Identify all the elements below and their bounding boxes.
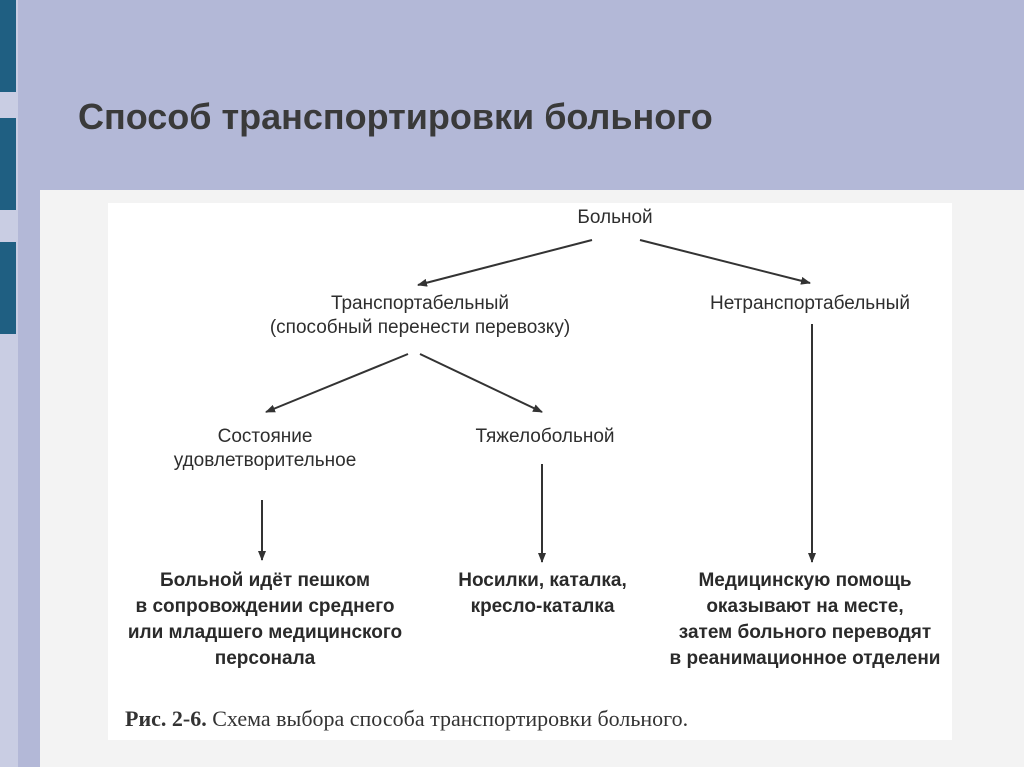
node-severe: Тяжелобольной [440,425,650,449]
node-walk: Больной идёт пешком в сопровождении сред… [105,568,425,672]
node-transportable-line2: (способный перенести перевозку) [269,317,571,338]
arrow-transportable-to-severe [419,353,543,413]
node-patient: Больной [540,206,690,230]
accent-bar-top [0,0,16,92]
node-walk-line2: в сопровождении среднего [135,596,395,617]
node-onsite: Медицинскую помощь оказывают на месте, з… [655,568,955,672]
caption-label: Рис. 2-6. [125,706,207,731]
figure-caption: Рис. 2-6. Схема выбора способа транспорт… [125,706,688,732]
node-non-transportable: Нетранспортабельный [680,292,940,316]
node-onsite-line3: затем больного переводят [678,622,932,643]
node-satisfactory: Состояние удовлетворительное [140,425,390,473]
node-satisfactory-line2: удовлетворительное [173,450,357,471]
arrow-root-to-non-transportable [639,239,811,285]
node-stretcher-line2: кресло-каталка [470,596,615,617]
arrow-transportable-to-satisfactory [265,353,409,413]
node-walk-line3: или младшего медицинского [127,622,403,643]
node-walk-line1: Больной идёт пешком [159,570,371,591]
node-patient-label: Больной [577,207,653,228]
node-walk-line4: персонала [214,648,316,669]
node-stretcher-line1: Носилки, каталка, [458,570,627,591]
node-satisfactory-line1: Состояние [217,426,313,447]
node-non-transportable-label: Нетранспортабельный [710,293,910,314]
slide-title: Способ транспортировки больного [78,96,713,137]
node-onsite-line2: оказывают на месте, [706,596,904,617]
node-onsite-line4: в реанимационное отделени [669,648,941,669]
node-severe-label: Тяжелобольной [475,426,615,447]
node-transportable-line1: Транспортабельный [330,293,510,314]
accent-bar-bottom [0,242,16,334]
arrow-root-to-transportable [417,239,593,287]
node-stretcher: Носилки, каталка, кресло-каталка [430,568,655,620]
node-transportable: Транспортабельный (способный перенести п… [220,292,620,340]
accent-bar-middle [0,118,16,210]
caption-text: Схема выбора способа транспортировки бол… [212,706,689,731]
node-onsite-line1: Медицинскую помощь [698,570,912,591]
